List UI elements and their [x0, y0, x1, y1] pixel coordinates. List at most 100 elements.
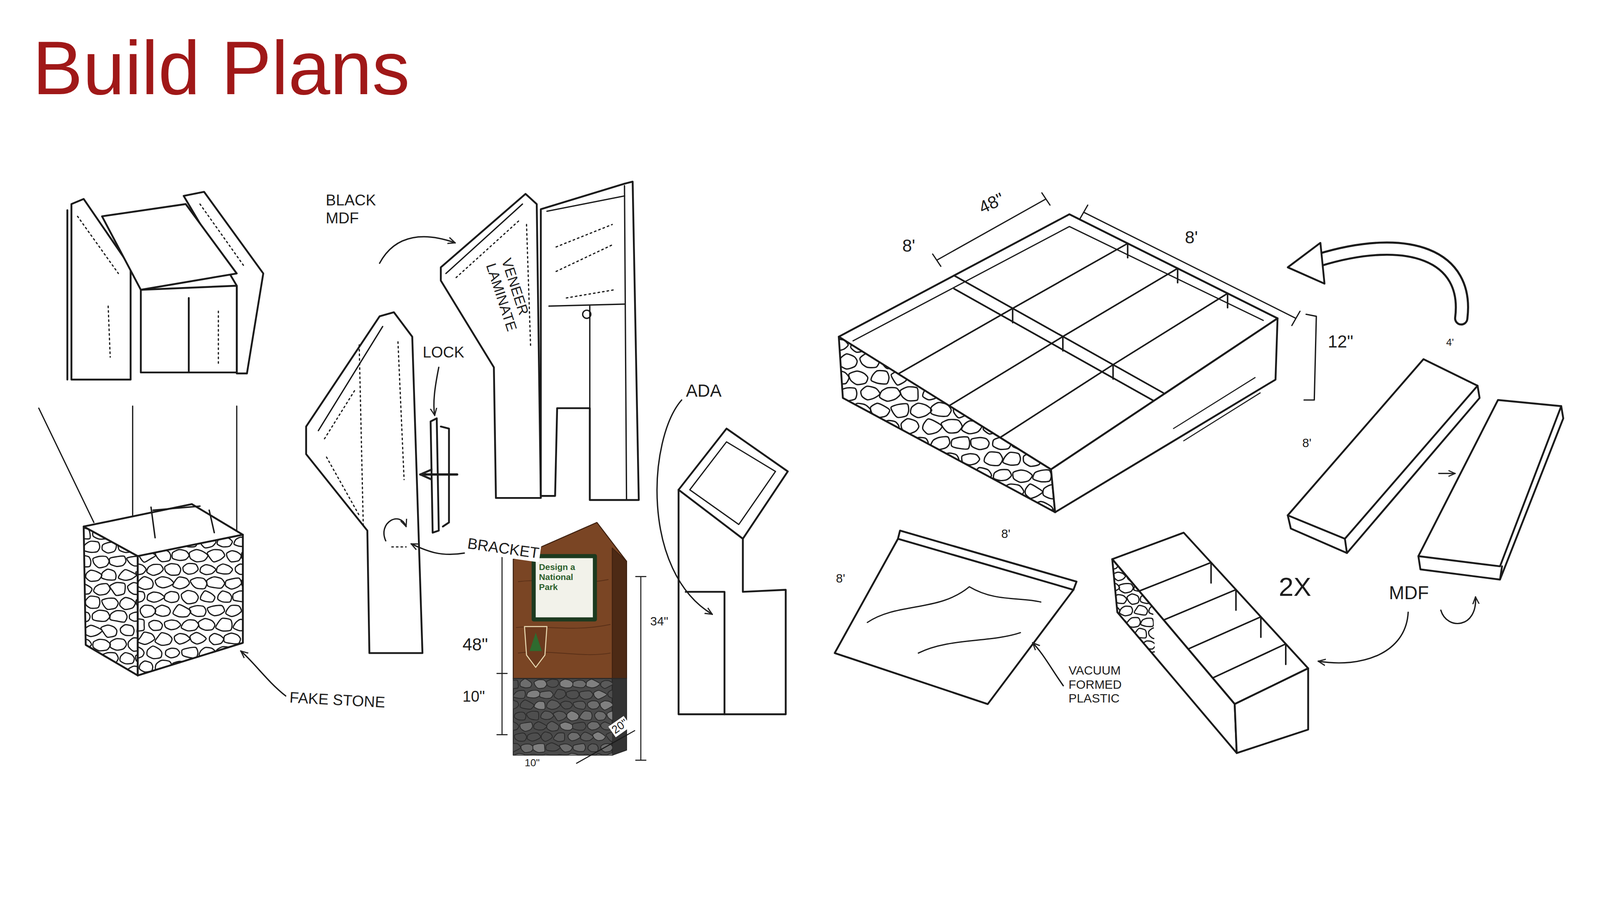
gap-arrow — [1438, 472, 1455, 475]
stone-texture — [1032, 470, 1052, 483]
stone-texture — [838, 486, 859, 498]
stone-texture — [1113, 594, 1127, 604]
stone-base — [513, 678, 613, 756]
stone-texture — [1065, 485, 1085, 499]
stone-texture — [850, 337, 869, 353]
stone-texture — [130, 591, 145, 603]
stone-texture — [1064, 453, 1082, 465]
stone-texture — [200, 535, 217, 548]
dimension-line — [1079, 205, 1300, 326]
stone-texture — [930, 338, 949, 353]
cross-divider — [1188, 616, 1261, 649]
stone-texture — [226, 550, 242, 563]
stone-texture — [871, 370, 890, 384]
kiosk-screen — [690, 441, 776, 525]
stone-texture — [520, 744, 534, 753]
stone-texture — [75, 611, 90, 623]
stone-texture — [560, 701, 573, 710]
stone-texture — [1112, 572, 1126, 581]
stone-texture — [565, 753, 580, 763]
stone-texture — [1052, 402, 1073, 418]
stone-texture — [1012, 470, 1033, 483]
stone-texture — [180, 535, 198, 548]
stone-texture — [849, 469, 868, 483]
stone-texture — [172, 549, 190, 561]
stone-texture — [241, 549, 260, 562]
stone-texture — [962, 387, 982, 402]
stone-texture — [207, 549, 225, 563]
stone-texture — [1112, 641, 1128, 649]
stone-texture — [921, 517, 940, 532]
stone-texture — [164, 535, 180, 547]
stone-texture — [1149, 651, 1163, 661]
stone-texture — [1042, 387, 1064, 400]
stone-texture — [101, 652, 119, 664]
stone-texture — [155, 660, 173, 672]
material-note: VENEER LAMINATE — [482, 255, 539, 344]
stone-texture — [1052, 435, 1074, 450]
stone-texture — [506, 680, 519, 689]
stone-texture — [566, 690, 580, 699]
stone-texture — [890, 337, 910, 353]
leader-line — [1032, 642, 1063, 686]
dotted-line — [217, 311, 220, 366]
stone-texture — [1126, 617, 1140, 628]
part-name: LOCK — [421, 343, 466, 362]
stone-texture — [950, 469, 970, 484]
stone-texture — [109, 555, 127, 567]
material-note: FAKE STONE — [287, 688, 388, 712]
tray-inner-rim — [852, 226, 1263, 341]
stone-texture — [126, 527, 145, 539]
stone-texture — [962, 518, 982, 532]
stone-texture — [527, 732, 541, 741]
stone-texture — [225, 577, 242, 590]
terrain-line — [867, 586, 1041, 623]
stone-texture — [223, 633, 241, 645]
sheet-edge — [897, 530, 1077, 590]
stone-texture — [92, 610, 110, 622]
stone-texture — [951, 436, 970, 450]
stone-texture — [613, 742, 625, 752]
stone-texture — [922, 418, 942, 435]
base-face — [83, 526, 138, 676]
stone-texture — [930, 402, 952, 417]
stone-texture — [155, 632, 173, 645]
tall-panel — [306, 312, 423, 653]
stone-texture — [851, 437, 870, 450]
stone-texture — [881, 354, 899, 369]
stone-texture — [1107, 582, 1120, 593]
stone-texture — [526, 690, 541, 698]
cross-divider — [898, 308, 1013, 374]
stone-texture — [110, 527, 126, 540]
stone-texture — [118, 569, 137, 581]
stone-texture — [869, 338, 890, 350]
stone-texture — [1111, 618, 1126, 628]
cross-divider — [1163, 589, 1236, 620]
stone-texture — [572, 722, 587, 731]
stone-texture — [559, 743, 573, 753]
stone-texture — [1134, 652, 1148, 662]
stone-texture — [1055, 467, 1072, 483]
stone-texture — [1023, 386, 1042, 400]
stone-texture — [129, 612, 143, 622]
stone-texture — [241, 577, 260, 589]
stone-texture — [879, 387, 901, 402]
tray-shading — [1173, 377, 1260, 441]
stone-texture — [215, 646, 232, 658]
stone-texture — [92, 639, 111, 651]
stone-texture — [921, 451, 939, 467]
material-note: MDF — [1387, 582, 1431, 604]
stone-texture — [217, 537, 233, 547]
stone-texture — [209, 633, 224, 645]
stone-texture — [84, 625, 103, 637]
stone-texture — [1062, 355, 1083, 370]
panel-edge — [66, 210, 68, 380]
stone-texture — [506, 743, 521, 753]
stone-texture — [600, 743, 613, 753]
stone-texture — [128, 536, 145, 549]
stone-texture — [541, 732, 553, 742]
mdf-board — [1418, 400, 1562, 567]
tray-floor — [838, 214, 1278, 470]
stone-texture — [165, 674, 182, 686]
